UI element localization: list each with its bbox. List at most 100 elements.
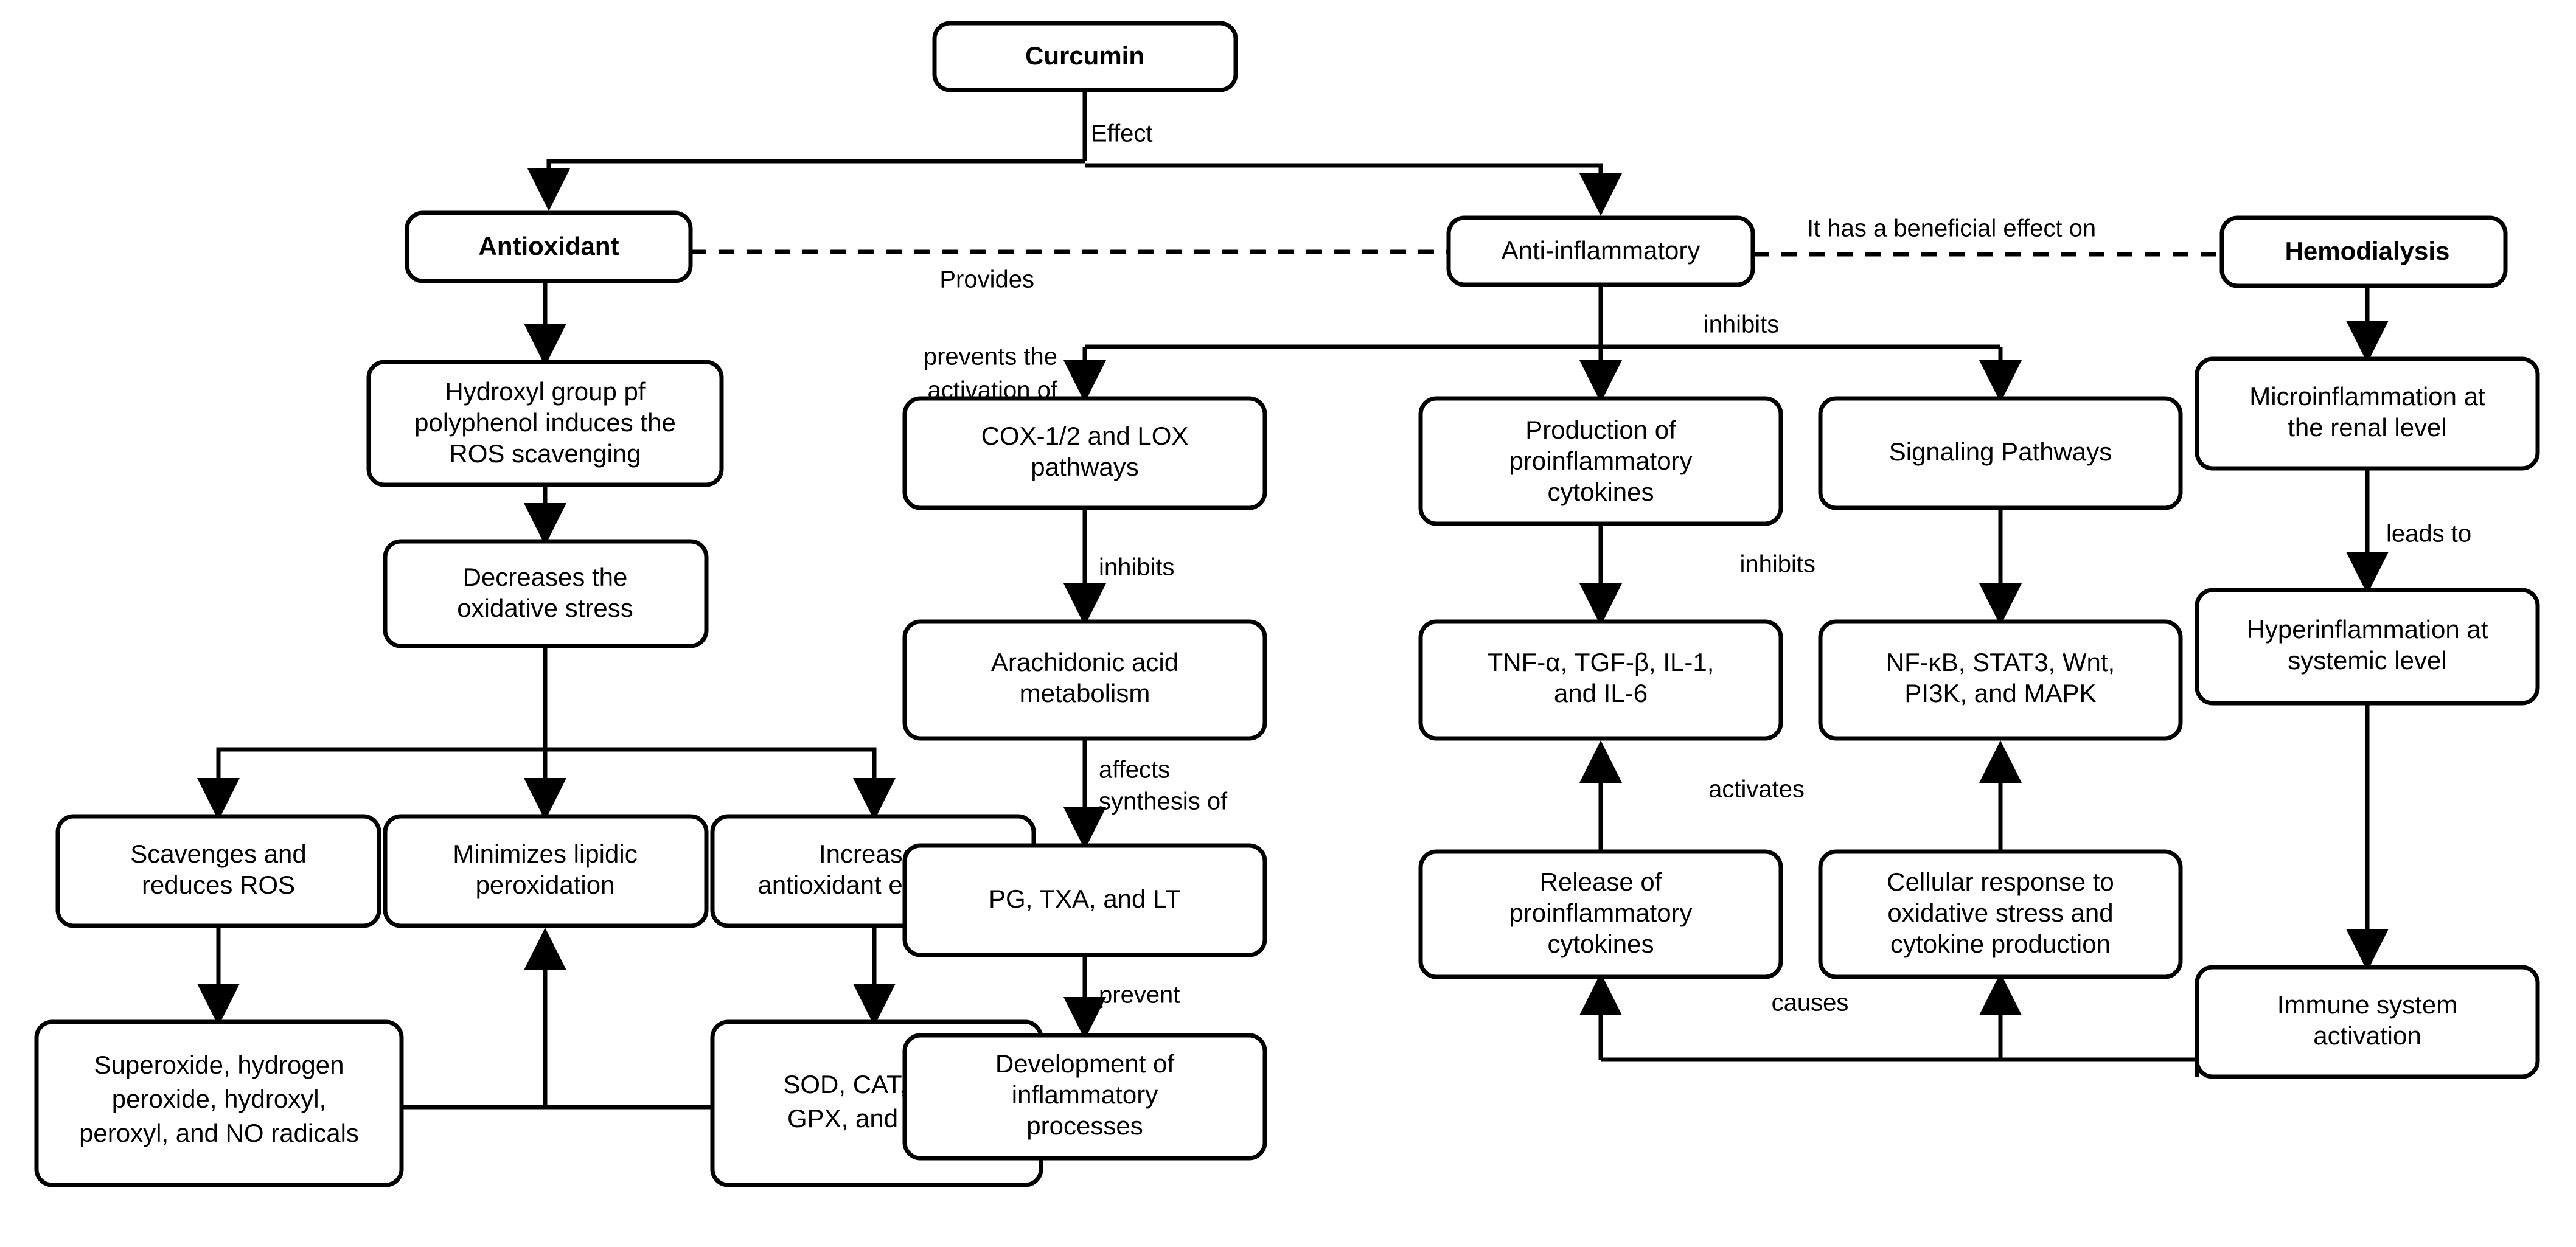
node-box[interactable] [1418, 396, 1783, 526]
node-box[interactable] [383, 814, 709, 928]
edge-label-activation-of: activation of [928, 377, 1058, 404]
node-layer: Curcumin Antioxidant Anti-inflammatory H… [34, 21, 2540, 1187]
node-cox-lox-pathways[interactable]: COX-1/2 and LOX pathways [902, 396, 1267, 510]
edge-label-inhibits-cox: inhibits [1099, 554, 1175, 581]
node-decreases-line-1: Decreases the [463, 563, 628, 591]
node-box[interactable] [932, 21, 1238, 92]
edge-label-leads-to: leads to [2386, 521, 2471, 547]
connector-decreases-to-scavenges [197, 747, 545, 821]
node-scavenges-line-2: reduces ROS [142, 870, 295, 899]
node-hydroxyl-group[interactable]: Hydroxyl group pf polyphenol induces the… [366, 360, 724, 487]
node-signaling-pathways[interactable]: Signaling Pathways [1818, 396, 2183, 510]
node-development-line-2: inflammatory [1012, 1080, 1158, 1109]
node-superoxide-radicals[interactable]: Superoxide, hydrogen peroxide, hydroxyl,… [34, 1019, 404, 1187]
node-scavenges-reduces-ros[interactable]: Scavenges and reduces ROS [55, 814, 381, 928]
node-box[interactable] [902, 619, 1267, 741]
node-production-line-2: proinflammatory [1509, 446, 1692, 475]
connector-curcumin-to-anti-inflammatory [1085, 163, 1622, 216]
node-tnf-tgf-il[interactable]: TNF-α, TGF-β, IL-1, and IL-6 [1418, 619, 1783, 741]
node-nfkb-stat3-wnt[interactable]: NF-κB, STAT3, Wnt, PI3K, and MAPK [1818, 619, 2183, 741]
node-hydroxyl-line-1: Hydroxyl group pf [445, 377, 645, 406]
connector-immune-bus [1601, 1057, 2199, 1077]
node-nfkb-line-1: NF-κB, STAT3, Wnt, [1886, 648, 2115, 676]
node-cox-line-1: COX-1/2 and LOX [981, 422, 1189, 450]
edge-label-prevents-the: prevents the [924, 344, 1057, 370]
node-production-line-3: cytokines [1547, 478, 1654, 506]
node-immune-line-2: activation [2313, 1021, 2421, 1050]
node-box[interactable] [902, 843, 1267, 957]
node-box[interactable] [1818, 849, 2183, 979]
node-production-proinflammatory-cytokines[interactable]: Production of proinflammatory cytokines [1418, 396, 1783, 526]
node-box[interactable] [902, 1033, 1267, 1161]
edge-label-causes: causes [1772, 990, 1849, 1016]
node-arachidonic-line-2: metabolism [1020, 679, 1150, 707]
node-development-line-3: processes [1026, 1111, 1143, 1140]
node-box[interactable] [2195, 965, 2540, 1079]
edge-label-layer: Effect Provides It has a beneficial effe… [924, 120, 2471, 1016]
node-pg-txa-lt[interactable]: PG, TXA, and LT [902, 843, 1267, 957]
node-superoxide-line-2: peroxide, hydroxyl, [112, 1085, 327, 1113]
node-box[interactable] [405, 210, 693, 283]
node-box[interactable] [902, 396, 1267, 510]
edge-label-inhibits-cytokines: inhibits [1739, 551, 1815, 578]
node-box[interactable] [1818, 619, 2183, 741]
node-hyperinflammation-systemic[interactable]: Hyperinflammation at systemic level [2195, 588, 2540, 706]
edge-label-inhibits-top: inhibits [1704, 311, 1780, 338]
node-signaling-label: Signaling Pathways [1889, 437, 2112, 466]
node-box[interactable] [2195, 356, 2540, 471]
node-box[interactable] [1418, 849, 1783, 979]
node-release-proinflammatory-cytokines[interactable]: Release of proinflammatory cytokines [1418, 849, 1783, 979]
connector-decreases-to-increases-enzymes [545, 747, 896, 821]
node-hemodialysis[interactable]: Hemodialysis [2219, 215, 2508, 288]
node-antioxidant-label: Antioxidant [479, 232, 619, 260]
node-curcumin[interactable]: Curcumin [932, 21, 1238, 92]
node-hydroxyl-line-3: ROS scavenging [449, 439, 641, 468]
node-superoxide-line-3: peroxyl, and NO radicals [79, 1119, 359, 1147]
node-box[interactable] [383, 539, 709, 648]
node-hyper-line-1: Hyperinflammation at [2247, 615, 2488, 644]
node-scavenges-line-1: Scavenges and [130, 839, 307, 868]
node-release-line-3: cytokines [1547, 929, 1654, 958]
node-release-line-1: Release of [1540, 867, 1662, 896]
node-box[interactable] [2219, 215, 2508, 288]
node-tnf-line-1: TNF-α, TGF-β, IL-1, [1488, 648, 1714, 676]
node-box[interactable] [2195, 588, 2540, 706]
node-minimizes-lipidic-peroxidation[interactable]: Minimizes lipidic peroxidation [383, 814, 709, 928]
node-anti-inflammatory[interactable]: Anti-inflammatory [1446, 215, 1755, 287]
node-box[interactable] [34, 1019, 404, 1187]
node-box[interactable] [1818, 396, 2183, 510]
node-nfkb-line-2: PI3K, and MAPK [1904, 679, 2096, 707]
edge-label-activates: activates [1708, 776, 1805, 803]
node-hemodialysis-label: Hemodialysis [2285, 237, 2450, 265]
node-box[interactable] [366, 360, 724, 487]
edge-label-effect: Effect [1091, 120, 1153, 147]
node-micro-line-2: the renal level [2288, 413, 2447, 442]
node-cellular-line-1: Cellular response to [1887, 867, 2114, 896]
node-arachidonic-acid-metabolism[interactable]: Arachidonic acid metabolism [902, 619, 1267, 741]
edge-label-prevent: prevent [1099, 982, 1180, 1009]
node-box[interactable] [55, 814, 381, 928]
node-curcumin-label: Curcumin [1025, 41, 1144, 70]
node-development-line-1: Development of [995, 1049, 1174, 1078]
node-immune-system-activation[interactable]: Immune system activation [2195, 965, 2540, 1079]
node-box[interactable] [1418, 619, 1783, 741]
node-decreases-oxidative-stress[interactable]: Decreases the oxidative stress [383, 539, 709, 648]
node-box[interactable] [1446, 215, 1755, 287]
node-minimizes-line-1: Minimizes lipidic [453, 839, 637, 868]
node-immune-line-1: Immune system [2277, 990, 2457, 1019]
edge-label-affects: affects [1099, 757, 1170, 783]
node-anti-inflammatory-label: Anti-inflammatory [1502, 236, 1701, 265]
node-microinflammation-renal[interactable]: Microinflammation at the renal level [2195, 356, 2540, 471]
node-release-line-2: proinflammatory [1509, 898, 1692, 927]
connector-curcumin-to-antioxidant [527, 159, 1085, 211]
node-development-inflammatory-processes[interactable]: Development of inflammatory processes [902, 1033, 1267, 1161]
node-pg-txa-lt-label: PG, TXA, and LT [989, 884, 1181, 913]
connector-layer [197, 90, 2389, 1110]
node-minimizes-line-2: peroxidation [476, 870, 615, 899]
edge-label-provides: Provides [939, 266, 1034, 293]
node-cellular-response[interactable]: Cellular response to oxidative stress an… [1818, 849, 2183, 979]
edge-label-beneficial-effect: It has a beneficial effect on [1807, 215, 2096, 242]
node-antioxidant[interactable]: Antioxidant [405, 210, 693, 283]
